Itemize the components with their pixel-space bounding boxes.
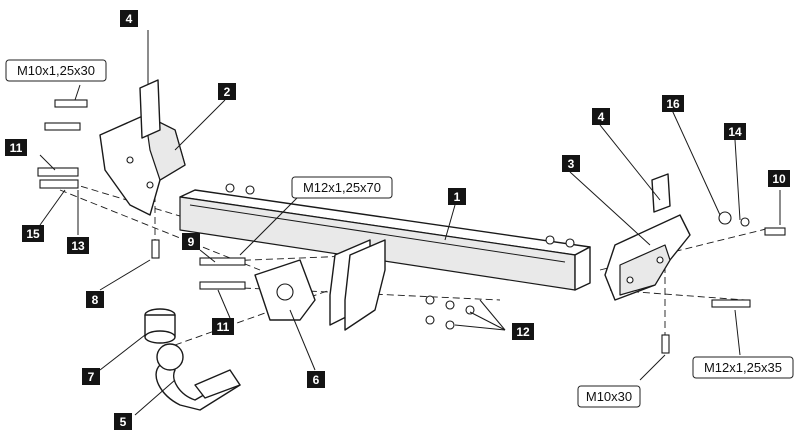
- callout-12: 12: [512, 323, 534, 340]
- spec-label-m10-30: M10x30: [577, 385, 641, 408]
- callout-8-label: 8: [92, 293, 99, 307]
- right-bracket: [604, 214, 691, 301]
- axis-left-lower: [59, 189, 261, 271]
- spacer-plates: [139, 79, 671, 213]
- callout-13-label: 13: [71, 239, 85, 253]
- callout-14-label: 14: [728, 125, 742, 139]
- callout-1: 1: [448, 188, 466, 205]
- callout-9: 9: [182, 233, 200, 250]
- ball-cover: [144, 308, 176, 344]
- callout-11-left: 11: [5, 139, 27, 156]
- callout-16: 16: [662, 95, 684, 112]
- callout-5-label: 5: [120, 415, 127, 429]
- tow-plates: [329, 239, 386, 331]
- callout-6: 6: [307, 371, 325, 388]
- callout-11-bottom: 11: [212, 318, 234, 335]
- axis-left-upper: [59, 179, 261, 241]
- axis-bolt-9: [199, 249, 501, 263]
- callout-4-right-label: 4: [598, 110, 605, 124]
- axis-bolt-11: [199, 285, 501, 301]
- callout-15-label: 15: [26, 227, 40, 241]
- callout-3: 3: [562, 155, 580, 172]
- spec-m12-35-text: M12x1,25x35: [704, 360, 782, 375]
- spec-label-m12-70: M12x1,25x70: [291, 176, 393, 199]
- spec-m10-30-text: M10x30: [586, 389, 632, 404]
- callout-7: 7: [82, 368, 100, 385]
- spec-m12-70-text: M12x1,25x70: [303, 180, 381, 195]
- leader-lines: [39, 30, 781, 416]
- callout-4-left: 4: [120, 10, 138, 27]
- callout-13: 13: [67, 237, 89, 254]
- callout-8: 8: [86, 291, 104, 308]
- callout-16-label: 16: [666, 97, 680, 111]
- callout-2-label: 2: [224, 85, 231, 99]
- spec-label-m10-top: M10x1,25x30: [5, 59, 107, 82]
- callout-2: 2: [218, 83, 236, 100]
- callout-6-label: 6: [313, 373, 320, 387]
- socket-plate: [254, 259, 316, 321]
- callout-10-label: 10: [772, 172, 786, 186]
- callout-10: 10: [768, 170, 790, 187]
- spec-m10-top-text: M10x1,25x30: [17, 63, 95, 78]
- assembly-axes: [59, 140, 771, 350]
- callout-11-left-label: 11: [10, 141, 23, 155]
- callout-4-left-label: 4: [126, 12, 133, 26]
- bolt-sets: [37, 99, 786, 354]
- callout-9-label: 9: [188, 235, 195, 249]
- callout-11-bottom-label: 11: [217, 320, 230, 334]
- callout-3-label: 3: [568, 157, 575, 171]
- ball-neck: [155, 343, 241, 411]
- callout-5: 5: [114, 413, 132, 430]
- callout-14: 14: [724, 123, 746, 140]
- callout-15: 15: [22, 225, 44, 242]
- callout-1-label: 1: [454, 190, 461, 204]
- spec-label-m12-35: M12x1,25x35: [692, 356, 794, 379]
- callout-12-label: 12: [516, 325, 530, 339]
- callout-4-right: 4: [592, 108, 610, 125]
- axis-right-upper: [599, 227, 771, 271]
- callout-7-label: 7: [88, 370, 95, 384]
